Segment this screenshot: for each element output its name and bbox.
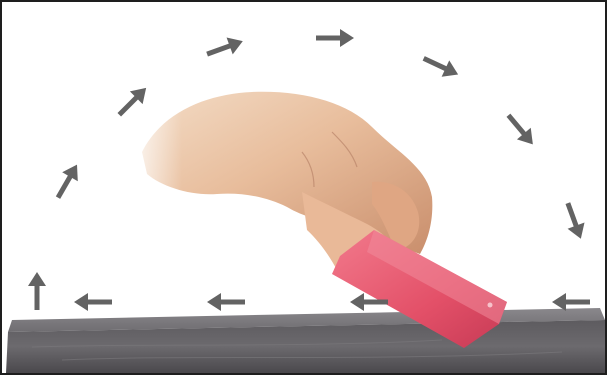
arrow-icon [50, 160, 85, 202]
metal-bar [6, 308, 605, 373]
arrow-icon [207, 293, 245, 311]
arrow-icon [316, 29, 354, 47]
arrow-icon [204, 33, 246, 63]
arrow-icon [420, 50, 462, 82]
arrow-icon [502, 109, 540, 150]
arrow-icon [74, 293, 112, 311]
arrow-icon [28, 272, 46, 310]
arrow-icon [552, 293, 590, 311]
arrow-icon [559, 200, 589, 242]
